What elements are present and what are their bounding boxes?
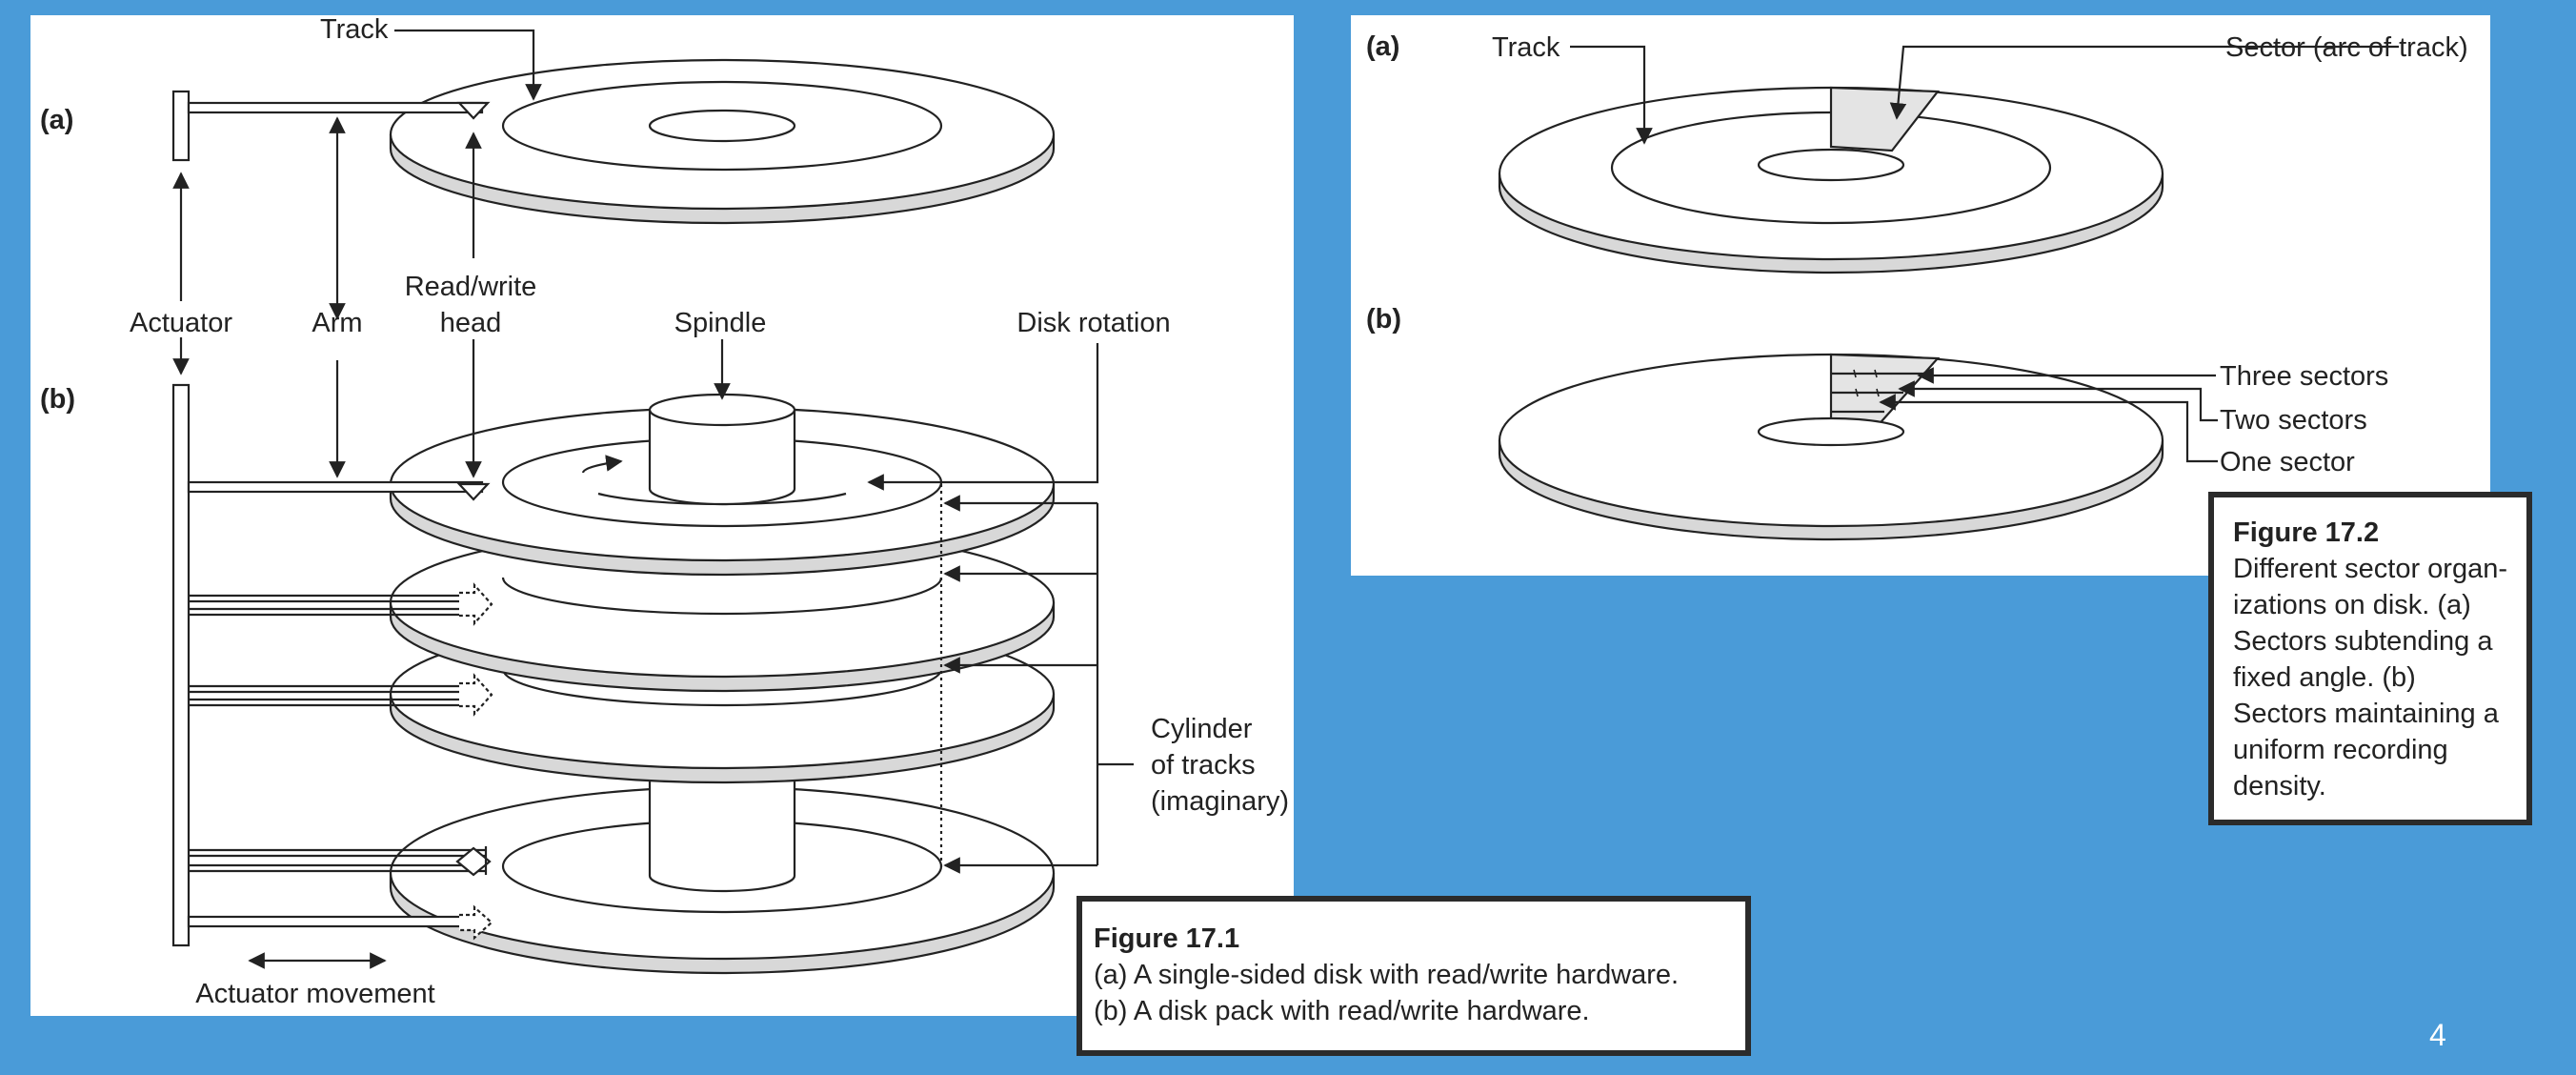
figure-17-2-line5: Sectors maintaining a [2233,699,2499,729]
single-disk-arm [171,90,491,162]
figure-17-2-line7: density. [2233,771,2326,801]
rw-head-label-line2: head [440,308,502,338]
disk-pack-arm-2 [189,582,493,626]
fixed-angle-disk [1498,86,2164,274]
page-number: 4 [2429,1018,2446,1052]
arm-label: Arm [312,308,362,338]
fixed-angle-sector [1829,86,1941,152]
lower-spindle [648,778,796,893]
figure-17-2-line6: uniform recording [2233,735,2448,765]
track-arrow-17-2 [1570,45,1653,145]
actuator-movement-label: Actuator movement [195,979,434,1009]
disk-rotation-label: Disk rotation [1016,308,1170,338]
figure-17-1-title: Figure 17.1 [1094,923,1240,954]
part-a-label: (a) [40,105,73,135]
one-sector-label: One sector [2220,447,2355,477]
cylinder-bracket [943,495,1134,874]
track-label-17-2: Track [1492,32,1560,63]
figure-17-2-line4: fixed angle. (b) [2233,662,2416,693]
disk-pack-arm-3 [189,673,493,717]
disk-hardware-diagram: (a) (b) Track Actuator Arm Read/write he… [40,15,1289,1009]
sector-arrow [1889,45,2399,120]
figure-17-1-panel: (a) (b) Track Actuator Arm Read/write he… [30,15,1294,1016]
figure-17-1-line1: (a) A single-sided disk with read/write … [1094,960,1680,990]
figure-17-2-title: Figure 17.2 [2233,517,2380,548]
track-arrow [394,29,542,101]
figure-17-2-line2: izations on disk. (a) [2233,590,2471,620]
figure-17-2-line3: Sectors subtending a [2233,626,2493,657]
part-b-label: (b) [40,384,75,415]
rw-head-label-line1: Read/write [405,272,537,302]
disk-pack-arm-4 [189,846,492,877]
cylinder-label-line2: of tracks [1151,750,1256,781]
figure-17-1-line2: (b) A disk pack with read/write hardware… [1094,996,1590,1026]
spindle-label: Spindle [674,308,767,338]
figure-17-2-line1: Different sector organ- [2233,554,2507,584]
spindle-cylinder [648,393,796,506]
part-a-label-17-2: (a) [1366,31,1399,62]
platter-1 [389,406,1056,577]
part-b-label-17-2: (b) [1366,304,1401,335]
actuator-label: Actuator [130,308,232,338]
figure-17-1-caption: Figure 17.1 (a) A single-sided disk with… [1077,896,1751,1056]
single-disk-platter [389,58,1056,225]
two-sectors-label: Two sectors [2220,405,2367,436]
sector-organization-diagram: (a) (b) Track Sector (arc of track) Thre… [1366,31,2468,541]
uniform-density-disk [1498,353,2164,541]
one-sector-arrow [1879,394,2218,463]
three-sectors-label: Three sectors [2220,361,2388,392]
figure-17-2-panel: (a) (b) Track Sector (arc of track) Thre… [1351,15,2490,576]
disk-pack-arm-1 [187,480,491,501]
track-label: Track [320,15,389,45]
actuator-post [171,383,191,947]
disk-pack-arm-5 [187,904,493,941]
cylinder-label-line1: Cylinder [1151,714,1253,744]
sector-label: Sector (arc of track) [2225,32,2468,63]
disk-rotation-arrow [867,343,1099,491]
two-sectors-arrow [1898,380,2218,422]
figure-17-2-caption: Figure 17.2 Different sector organ- izat… [2208,492,2532,825]
cylinder-label-line3: (imaginary) [1151,786,1289,817]
